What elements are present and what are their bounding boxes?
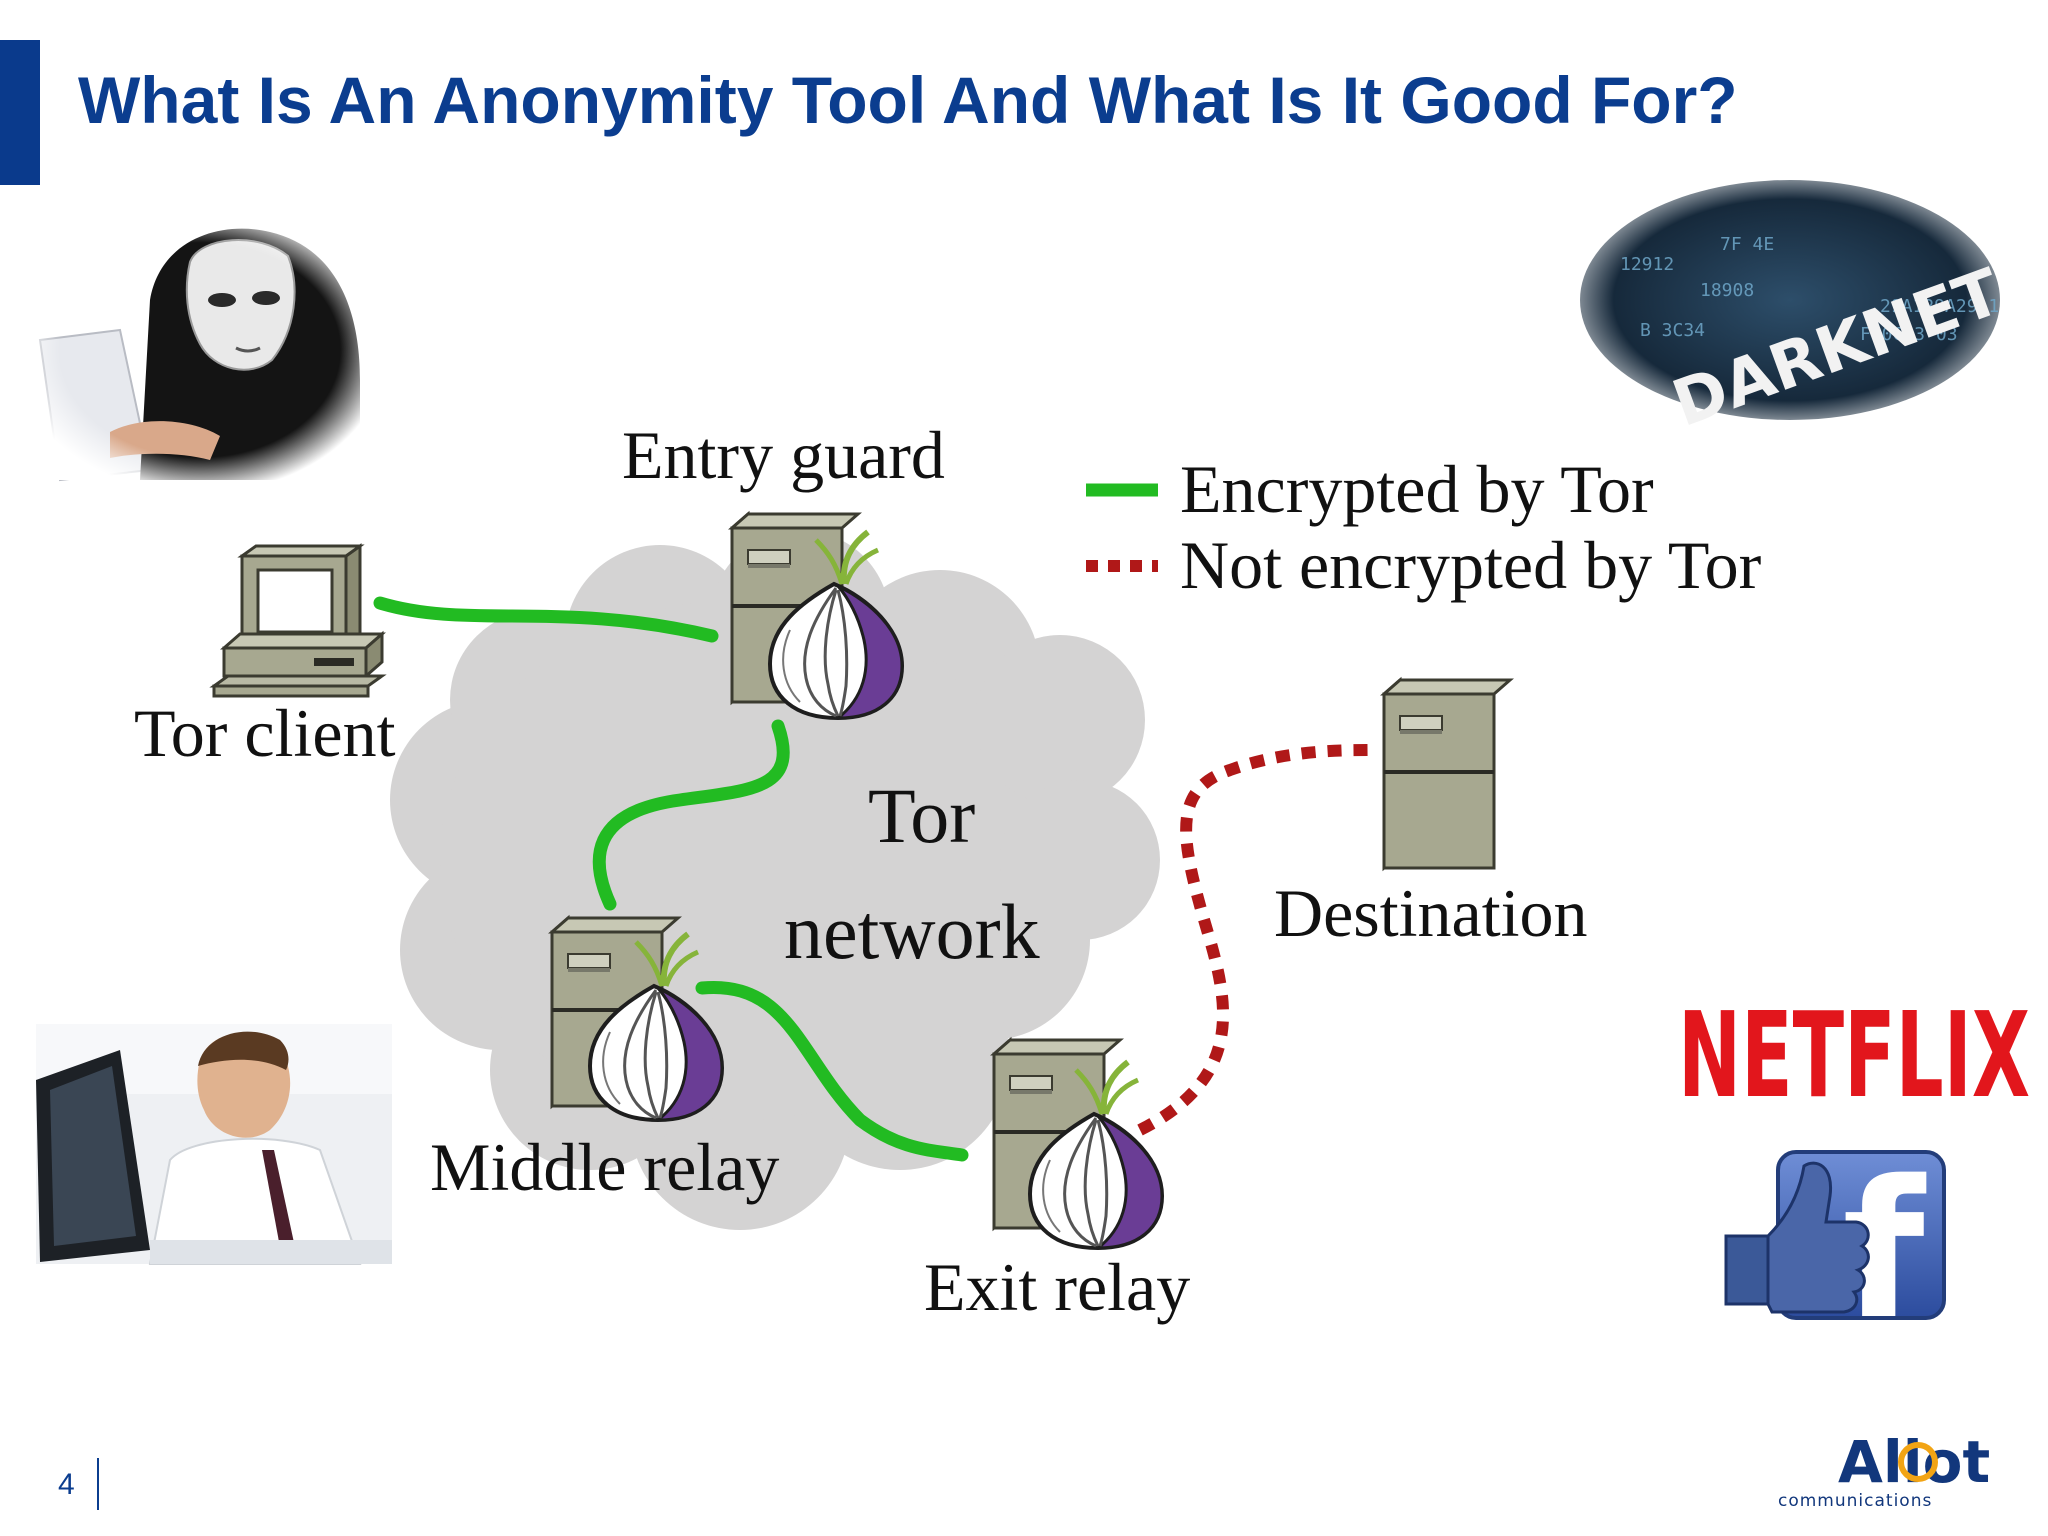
link-client-entry xyxy=(373,596,719,643)
label-destination: Destination xyxy=(1274,875,1588,951)
allot-logo-o-icon xyxy=(1898,1442,1938,1482)
darknet-banner-image: 12912 18908 29A129A29A1 B 3C34 F 0C 3 03… xyxy=(1580,180,2011,442)
label-exit-relay: Exit relay xyxy=(924,1249,1190,1325)
svg-text:18908: 18908 xyxy=(1700,280,1754,301)
allot-logo-wordmark: Allot xyxy=(1838,1428,1990,1496)
footer-divider xyxy=(97,1458,99,1510)
slide-title: What Is An Anonymity Tool And What Is It… xyxy=(78,63,1738,137)
legend-not-encrypted-label: Not encrypted by Tor xyxy=(1180,527,1762,603)
facebook-like-logo: f xyxy=(1724,1140,1946,1361)
tor-network-cloud xyxy=(390,530,1160,1230)
legend-encrypted-label: Encrypted by Tor xyxy=(1180,451,1654,527)
label-tor-network-line1: Tor xyxy=(868,772,975,859)
svg-text:12912: 12912 xyxy=(1620,254,1674,275)
svg-text:7F 4E: 7F 4E xyxy=(1720,234,1774,255)
label-tor-client: Tor client xyxy=(134,695,396,771)
label-middle-relay: Middle relay xyxy=(430,1129,779,1205)
destination-server-icon xyxy=(1382,678,1512,870)
link-exit-destination xyxy=(1137,744,1371,1136)
svg-text:F 0C 3 03: F 0C 3 03 xyxy=(1860,324,1958,345)
tor-client-computer-icon xyxy=(209,543,387,698)
masked-hacker-photo xyxy=(30,220,370,482)
label-entry-guard: Entry guard xyxy=(622,417,945,493)
office-worker-photo xyxy=(36,1024,392,1265)
svg-text:B 3C34: B 3C34 xyxy=(1640,320,1705,341)
legend: Encrypted by Tor Not encrypted by Tor xyxy=(1086,451,1762,603)
allot-company-logo: Allot communications xyxy=(1778,1428,1990,1511)
label-tor-network-line2: network xyxy=(784,888,1040,975)
page-number: 4 xyxy=(58,1468,75,1501)
link-middle-exit xyxy=(695,981,969,1162)
allot-logo-subtitle: communications xyxy=(1778,1491,1932,1511)
svg-text:29A129A29A1: 29A129A29A1 xyxy=(1880,296,1999,317)
link-entry-middle xyxy=(592,719,790,911)
netflix-logo: NETFLIX xyxy=(1678,986,2030,1124)
title-accent-bar xyxy=(0,40,40,185)
